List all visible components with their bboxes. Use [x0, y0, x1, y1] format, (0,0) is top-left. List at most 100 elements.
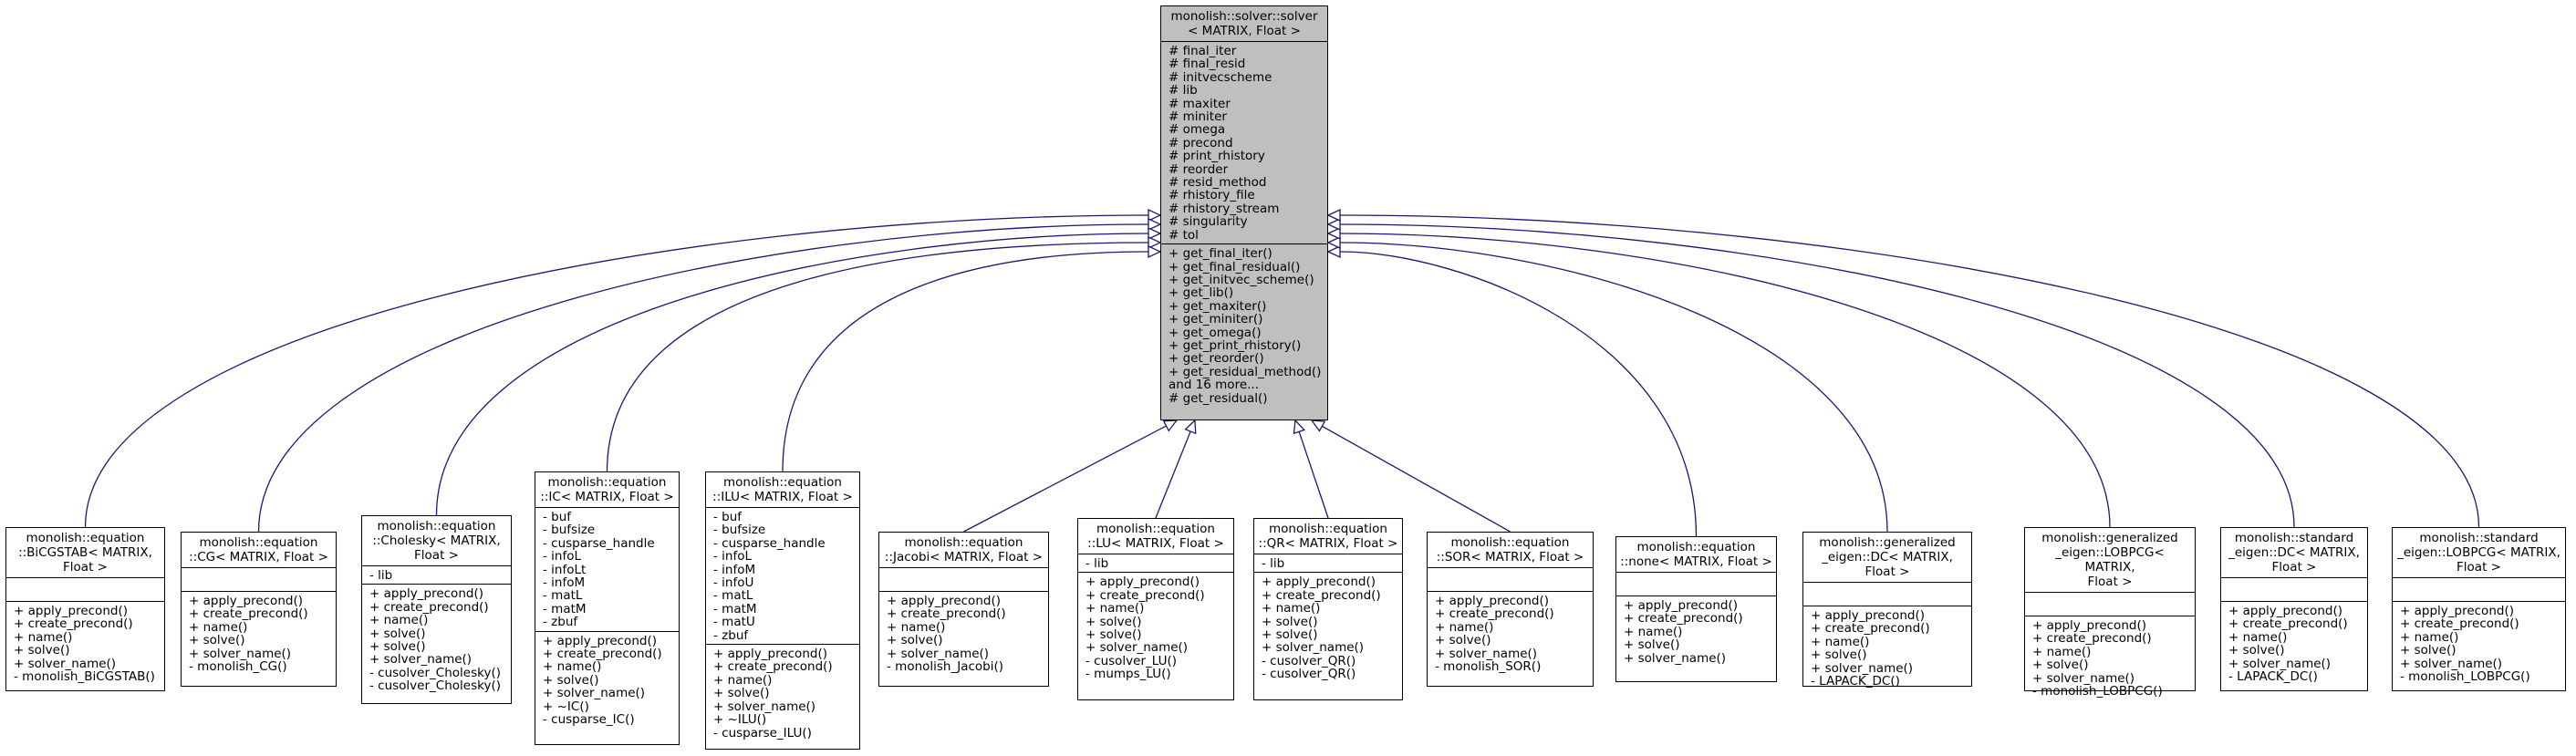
class-title: monolish::standard_eigen::DC< MATRIX,Flo… — [2221, 528, 2367, 577]
class-title-line: Float > — [414, 548, 459, 563]
class-title: monolish::standard_eigen::LOBPCG< MATRIX… — [2393, 528, 2565, 577]
method-item: + solve() — [1262, 614, 1318, 629]
class-title-line: ::Jacobi< MATRIX, Float > — [884, 550, 1044, 564]
class-title-line: monolish::equation — [723, 475, 842, 490]
method-item: + create_precond() — [2400, 616, 2519, 632]
method-item: - monolish_CG() — [189, 659, 287, 675]
method-item: + solver_name() — [2228, 656, 2332, 671]
derived-class-node[interactable]: monolish::equation::BiCGSTAB< MATRIX,Flo… — [5, 527, 165, 691]
class-title-line: _eigen::LOBPCG< MATRIX, — [2397, 545, 2560, 560]
method-item: + ~IC() — [543, 699, 589, 714]
inheritance-edge — [435, 233, 1149, 516]
methods-section: + apply_precond()+ create_precond()+ nam… — [362, 584, 511, 694]
attribute-item: - infoM — [543, 575, 586, 591]
method-item: + solver_name() — [1262, 640, 1365, 656]
inheritance-arrowhead — [1184, 419, 1197, 435]
inheritance-arrowhead — [1326, 208, 1341, 223]
inheritance-arrowhead — [1326, 226, 1341, 241]
attribute-item: # final_iter — [1169, 44, 1237, 58]
derived-class-node[interactable]: monolish::equation::ILU< MATRIX, Float >… — [705, 471, 860, 750]
derived-class-node[interactable]: monolish::standard_eigen::DC< MATRIX,Flo… — [2220, 527, 2368, 691]
inheritance-edge — [1322, 425, 1511, 533]
class-title-line: monolish::standard — [2419, 531, 2539, 545]
method-item: + apply_precond() — [887, 594, 1001, 608]
method-item: # get_residual() — [1169, 390, 1268, 406]
method-item: + get_final_residual() — [1169, 259, 1301, 274]
derived-class-node[interactable]: monolish::equation::CG< MATRIX, Float >+… — [181, 532, 337, 687]
method-item: + name() — [1085, 601, 1145, 616]
derived-class-node[interactable]: monolish::equation::QR< MATRIX, Float >-… — [1253, 518, 1403, 700]
method-item: + get_miniter() — [1169, 312, 1263, 327]
method-item: + solve() — [1262, 627, 1318, 643]
derived-class-node[interactable]: monolish::equation::SOR< MATRIX, Float >… — [1427, 532, 1594, 687]
method-item: + apply_precond() — [14, 604, 128, 618]
attributes-section — [2393, 577, 2565, 601]
method-item: + solve() — [713, 686, 770, 701]
method-item: + solver_name() — [1624, 650, 1727, 666]
inheritance-edge — [1339, 214, 2480, 528]
method-item: + name() — [369, 613, 429, 628]
method-item: + solve() — [2032, 658, 2089, 673]
method-item: + apply_precond() — [1262, 575, 1376, 590]
method-item: + apply_precond() — [543, 633, 657, 648]
method-item: + solver_name() — [2400, 656, 2503, 671]
method-item: + name() — [887, 619, 946, 635]
derived-class-node[interactable]: monolish::equation::Jacobi< MATRIX, Floa… — [878, 532, 1049, 687]
class-title: monolish::solver::solver< MATRIX, Float … — [1161, 6, 1327, 41]
attribute-item: - buf — [713, 510, 743, 524]
method-item: + solve() — [2400, 643, 2457, 658]
method-item: + name() — [1435, 619, 1494, 635]
derived-class-node[interactable]: monolish::standard_eigen::LOBPCG< MATRIX… — [2392, 527, 2566, 691]
method-item: + apply_precond() — [713, 647, 827, 662]
methods-section: + apply_precond()+ create_precond()+ nam… — [1428, 591, 1593, 675]
derived-class-node[interactable]: monolish::equation::IC< MATRIX, Float >-… — [535, 471, 680, 745]
method-item: + name() — [1262, 601, 1321, 616]
class-title-line: ::CG< MATRIX, Float > — [189, 550, 328, 564]
attributes-section — [6, 577, 164, 601]
inheritance-edge — [84, 214, 1149, 528]
method-item: - cusolver_Cholesky() — [369, 678, 501, 694]
attributes-section — [2221, 577, 2367, 601]
method-item: + solver_name() — [2032, 670, 2135, 686]
class-title-line: Float > — [2271, 560, 2317, 575]
inheritance-edge — [1339, 251, 1698, 537]
class-title-line: monolish::equation — [1269, 522, 1387, 536]
method-item: + apply_precond() — [2400, 604, 2514, 618]
class-title: monolish::generalized_eigen::LOBPCG< MAT… — [2025, 528, 2195, 592]
inheritance-edge — [1298, 431, 1329, 519]
class-title-line: monolish::equation — [1450, 535, 1570, 550]
methods-section: + apply_precond()+ create_precond()+ nam… — [1078, 572, 1233, 682]
attributes-section — [182, 567, 336, 591]
derived-class-node[interactable]: monolish::equation::none< MATRIX, Float … — [1615, 536, 1777, 682]
class-title-line: ::LU< MATRIX, Float > — [1087, 536, 1224, 551]
attribute-item: - lib — [1262, 556, 1285, 571]
methods-section: + apply_precond()+ create_precond()+ nam… — [706, 644, 859, 741]
derived-class-node[interactable]: monolish::generalized_eigen::DC< MATRIX,… — [1802, 532, 1972, 689]
derived-class-node[interactable]: monolish::equation::LU< MATRIX, Float >-… — [1077, 518, 1234, 700]
method-item: + get_maxiter() — [1169, 298, 1267, 314]
method-item: + name() — [1811, 634, 1870, 649]
class-title-line: monolish::generalized — [2041, 531, 2178, 545]
class-title-line: < MATRIX, Float > — [1188, 24, 1301, 38]
base-class-solver[interactable]: monolish::solver::solver< MATRIX, Float … — [1160, 5, 1328, 420]
attribute-item: - infoU — [713, 575, 754, 591]
method-item: + create_precond() — [713, 659, 833, 675]
inheritance-edge — [963, 425, 1167, 533]
method-item: + name() — [14, 629, 73, 645]
class-title-line: ::ILU< MATRIX, Float > — [712, 490, 853, 504]
class-title: monolish::equation::CG< MATRIX, Float > — [182, 533, 336, 567]
method-item: + apply_precond() — [1435, 594, 1549, 608]
derived-class-node[interactable]: monolish::generalized_eigen::LOBPCG< MAT… — [2024, 527, 2196, 698]
class-title: monolish::equation::BiCGSTAB< MATRIX,Flo… — [6, 528, 164, 577]
methods-section: + apply_precond()+ create_precond()+ nam… — [2025, 616, 2195, 699]
class-title-line: _eigen::LOBPCG< MATRIX, — [2055, 545, 2165, 575]
attribute-item: - infoL — [543, 549, 582, 564]
attribute-item: - matU — [713, 615, 755, 630]
attributes-section: - lib — [362, 565, 511, 584]
inheritance-arrowhead — [1148, 235, 1162, 250]
method-item: + name() — [713, 672, 773, 688]
method-item: - LAPACK_DC() — [1811, 674, 1900, 689]
attribute-item: - infoM — [713, 562, 756, 577]
derived-class-node[interactable]: monolish::equation::Cholesky< MATRIX,Flo… — [361, 515, 512, 704]
